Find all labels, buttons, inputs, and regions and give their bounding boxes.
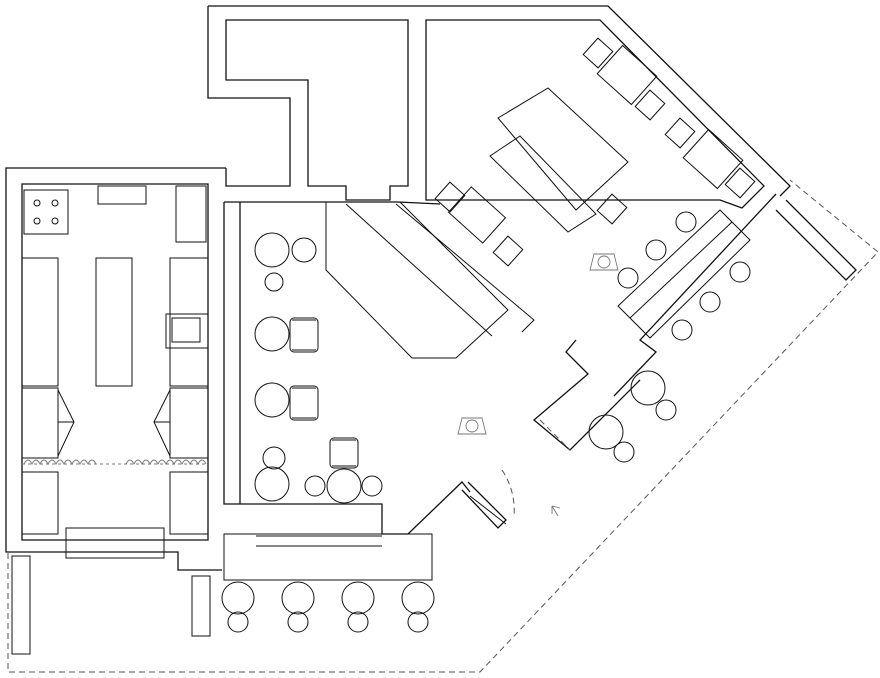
armchair-icon — [492, 235, 524, 267]
armchair-icon — [634, 89, 666, 121]
cabinet — [175, 185, 207, 243]
person-icon — [457, 417, 487, 435]
counter-left — [21, 257, 59, 387]
counter-lower-right — [169, 471, 209, 535]
pass-through — [65, 527, 165, 559]
side-table — [596, 44, 658, 106]
arrow-icon — [551, 505, 561, 517]
kitchen-area — [21, 185, 209, 559]
fridge-right — [169, 387, 209, 459]
kitchen-island — [95, 257, 133, 387]
terrace-seating — [221, 581, 435, 633]
armchair-icon — [596, 193, 628, 225]
burner-icon — [51, 217, 59, 225]
sink — [165, 313, 209, 349]
person-icon — [589, 253, 619, 271]
entrance-door — [469, 419, 571, 525]
large-table — [497, 87, 629, 211]
armchair-icon — [664, 117, 696, 149]
armchair-icon — [289, 385, 319, 421]
strip-curtain — [23, 459, 207, 466]
window-counter — [617, 209, 751, 339]
dining-room — [223, 201, 535, 581]
fridge-left — [21, 387, 59, 459]
armchair-icon — [724, 167, 756, 199]
side-table — [682, 128, 744, 190]
site-boundary — [7, 179, 879, 673]
door-swing-right — [153, 389, 171, 457]
exterior-walls — [5, 5, 857, 571]
hood — [97, 185, 147, 205]
armchair-icon — [289, 317, 319, 353]
burner-icon — [33, 199, 41, 207]
lounge-room — [434, 37, 756, 463]
planter-left — [11, 555, 31, 655]
cooktop — [23, 189, 69, 235]
armchair-icon — [582, 37, 614, 69]
door-swing-left — [57, 389, 75, 457]
bench — [489, 135, 597, 233]
burner-icon — [33, 217, 41, 225]
counter-right — [169, 257, 209, 387]
planter-mid — [191, 575, 211, 637]
burner-icon — [51, 199, 59, 207]
sink-basin — [171, 317, 201, 343]
side-table — [447, 186, 507, 244]
armchair-icon — [329, 437, 359, 469]
outdoor-bench — [223, 533, 433, 581]
armchair-icon — [434, 181, 466, 213]
bar-counter — [325, 201, 509, 359]
counter-lower-left — [21, 471, 59, 535]
